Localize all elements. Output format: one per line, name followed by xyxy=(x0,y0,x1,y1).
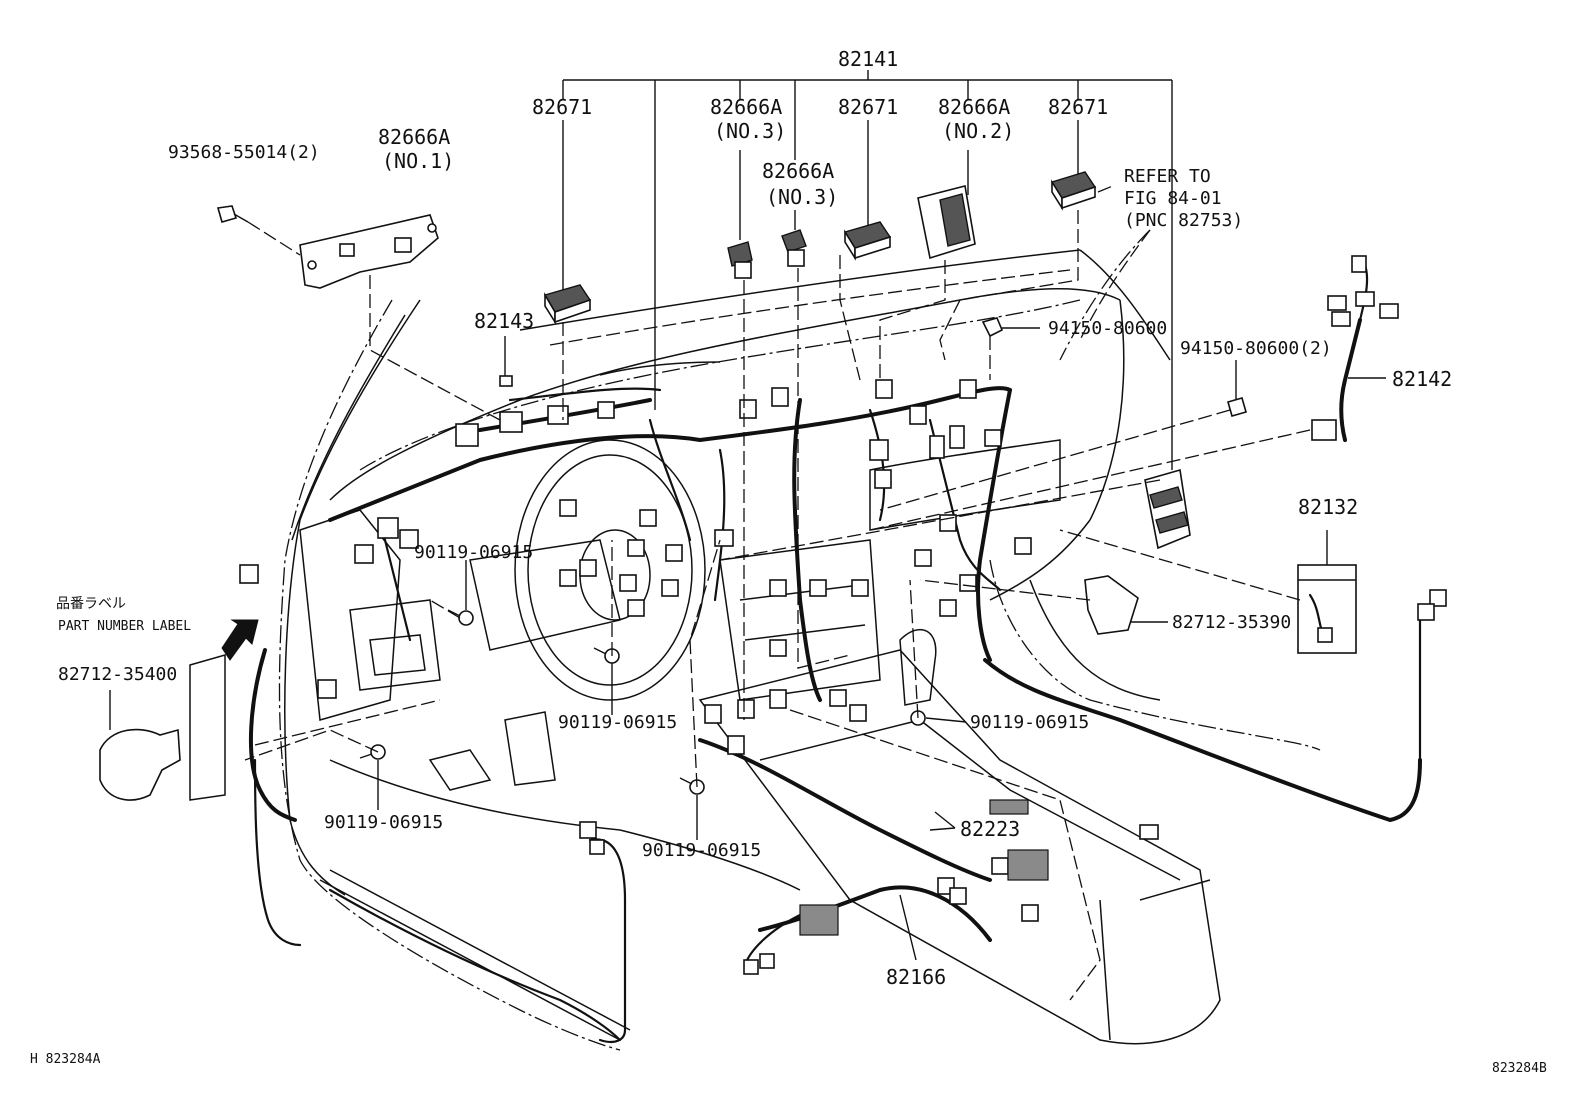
label-refer-fig: FIG 84-01 xyxy=(1124,188,1222,209)
nut-94150-b xyxy=(1227,360,1247,417)
relay-block-82671-c xyxy=(1050,171,1097,211)
connector-82666a-no3-a xyxy=(727,241,753,279)
label-82671-c: 82671 xyxy=(1048,95,1108,119)
clip-82143 xyxy=(499,336,513,387)
callout-bracket-82141 xyxy=(562,70,1173,470)
label-82666a-no3-b: 82666A xyxy=(762,159,834,183)
footer-left-code: H 823284A xyxy=(30,1052,101,1067)
label-82666a-no1-sub: (NO.1) xyxy=(382,149,454,173)
label-90119-b: 90119-06915 xyxy=(558,712,677,733)
label-90119-d: 90119-06915 xyxy=(642,840,761,861)
screw-93568 xyxy=(216,205,301,256)
label-82141: 82141 xyxy=(838,47,898,71)
footer-right-code: 823284B xyxy=(1492,1061,1547,1076)
bracket-82712-35390 xyxy=(1084,575,1168,635)
label-90119-c: 90119-06915 xyxy=(324,812,443,833)
label-82132: 82132 xyxy=(1298,495,1358,519)
label-82666a-no3-b-sub: (NO.3) xyxy=(766,185,838,209)
label-refer-to: REFER TO xyxy=(1124,166,1211,187)
harness-connectors xyxy=(239,255,1447,975)
label-94150-a: 94150-80600 xyxy=(1048,318,1167,339)
label-82666a-no3-a-sub: (NO.3) xyxy=(714,119,786,143)
connector-block-right xyxy=(1144,468,1191,550)
bolt-90119-b xyxy=(593,647,620,715)
vehicle-body-outline xyxy=(278,229,1321,1051)
label-82223: 82223 xyxy=(960,817,1020,841)
bolt-90119-a xyxy=(447,560,474,626)
label-82666a-no3-a: 82666A xyxy=(710,95,782,119)
label-94150-b: 94150-80600(2) xyxy=(1180,338,1332,359)
label-82666a-no1: 82666A xyxy=(378,125,450,149)
label-82142: 82142 xyxy=(1392,367,1452,391)
label-82666a-no2-sub: (NO.2) xyxy=(942,119,1014,143)
assembly-guides xyxy=(244,184,1311,788)
bolt-90119-d xyxy=(679,777,705,840)
junction-block-82666a-no2 xyxy=(917,185,976,260)
connector-82666a-no3-b xyxy=(781,229,807,267)
label-82666a-no2: 82666A xyxy=(938,95,1010,119)
nut-94150-a xyxy=(981,317,1040,338)
label-90119-e: 90119-06915 xyxy=(970,712,1089,733)
bracket-82666a-no1 xyxy=(299,214,439,289)
label-82671-a: 82671 xyxy=(532,95,592,119)
label-part-number-jp: 品番ラベル xyxy=(56,596,126,612)
label-82671-b: 82671 xyxy=(838,95,898,119)
label-82712-35390: 82712-35390 xyxy=(1172,612,1291,633)
relay-block-82671-a xyxy=(543,284,592,325)
part-number-label-arrow xyxy=(221,619,259,661)
relay-block-82671-b xyxy=(843,221,892,261)
label-82166: 82166 xyxy=(886,965,946,989)
leaders-lower xyxy=(899,811,956,961)
label-82712-35400: 82712-35400 xyxy=(58,664,177,685)
bracket-82712-35400 xyxy=(99,654,226,801)
part-labels: 82141 82671 82666A (NO.3) 82671 82666A (… xyxy=(30,47,1547,1076)
label-90119-a: 90119-06915 xyxy=(414,542,533,563)
label-82143: 82143 xyxy=(474,309,534,333)
label-part-number-en: PART NUMBER LABEL xyxy=(58,619,191,634)
instrument-panel-wire-harness xyxy=(248,263,1422,1044)
label-93568: 93568-55014(2) xyxy=(168,142,320,163)
bag-82132 xyxy=(1297,530,1357,654)
label-refer-pnc: (PNC 82753) xyxy=(1124,210,1243,231)
